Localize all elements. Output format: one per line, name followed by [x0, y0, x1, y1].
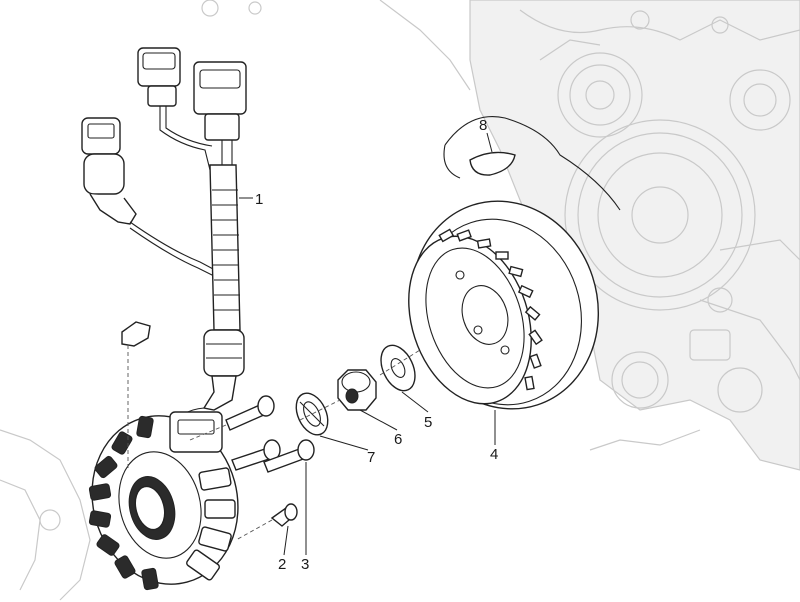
spring-washer: [295, 392, 329, 436]
callout-3-long-screw: 3: [301, 556, 309, 573]
screw-upper-left: [121, 321, 151, 470]
flywheel-nut: [337, 369, 377, 411]
mounting-screws: [121, 321, 421, 541]
long-screw-lower: [263, 439, 315, 473]
callout-numbers: 1 2 3 4 5 6 7 8: [255, 117, 498, 573]
stator-coils: [88, 415, 236, 591]
callout-2-short-screw: 2: [278, 556, 286, 573]
flywheel-slots: [438, 228, 543, 391]
callout-5-washer: 5: [424, 414, 432, 431]
callout-1-wiring-harness: 1: [255, 191, 263, 208]
short-screw: [235, 503, 298, 541]
frame-background-left: [0, 429, 91, 601]
callout-4-flywheel: 4: [490, 446, 498, 463]
engine-crankcase-background: [201, 0, 800, 471]
washer: [380, 344, 416, 392]
leader-lines: [239, 132, 496, 556]
long-screw-middle: [231, 439, 281, 471]
woodruff-key: [443, 116, 621, 211]
callout-7-spring-washer: 7: [367, 449, 375, 466]
stator-assembly: [88, 411, 239, 591]
callout-6-nut: 6: [394, 431, 402, 448]
callout-8-woodruff-key: 8: [479, 117, 487, 134]
flywheel-rotor: [408, 200, 600, 410]
wiring-harness: [81, 47, 247, 429]
long-screw-top: [189, 395, 275, 441]
